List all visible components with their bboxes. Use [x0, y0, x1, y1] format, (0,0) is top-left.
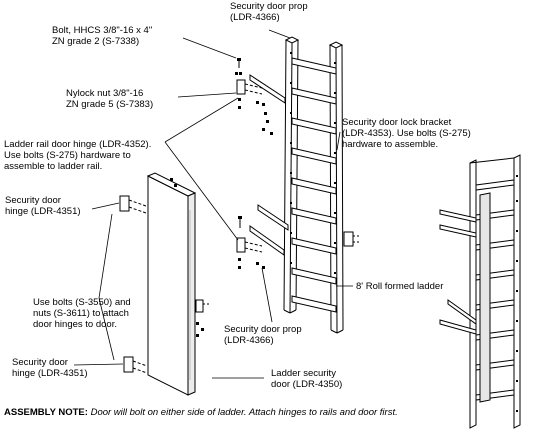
nylock-nut-label: Nylock nut 3/8"-16 ZN grade 5 (S-7383)	[66, 88, 154, 110]
rail-door-hinge-label: Ladder rail door hinge (LDR-4352). Use b…	[4, 139, 152, 172]
security-door	[146, 172, 209, 396]
assembly-note-text: Door will bolt on either side of ladder.…	[90, 407, 398, 418]
security-door-prop-bottom-label: Security door prop (LDR-4366)	[224, 324, 302, 346]
security-door-prop-top	[236, 74, 286, 104]
door-hardware-dots	[170, 178, 204, 337]
assembled-ladder-with-door	[439, 154, 521, 429]
ladder-security-door-label: Ladder security door (LDR-4350)	[271, 368, 343, 390]
leader-lines	[73, 29, 353, 379]
bolt-label: Bolt, HHCS 3/8"-16 x 4" ZN grade 2 (S-73…	[52, 25, 153, 47]
exploded-ladder	[283, 36, 344, 334]
security-door-hinge-bottom-label: Security door hinge (LDR-4351)	[12, 357, 88, 379]
bolts-note-label: Use bolts (S-3550) and nuts (S-3611) to …	[33, 297, 131, 330]
security-door-hinge-top	[119, 195, 147, 214]
security-door-prop-top-label: Security door prop (LDR-4366)	[230, 1, 308, 23]
assembly-note-title: ASSEMBLY NOTE:	[4, 407, 88, 418]
bolt-nut-hardware-top	[235, 58, 273, 135]
assembly-note: ASSEMBLY NOTE: Door will bolt on either …	[4, 407, 398, 418]
bolt-nut-hardware-bottom	[238, 216, 265, 269]
security-door-hinge-bottom	[123, 356, 148, 374]
roll-formed-ladder-label: 8' Roll formed ladder	[356, 281, 444, 292]
lock-bracket-label: Security door lock bracket (LDR-4353). U…	[342, 117, 471, 150]
security-door-lock-bracket	[343, 231, 360, 247]
security-door-hinge-top-label: Security door hinge (LDR-4351)	[5, 195, 81, 217]
ladder-rungs	[291, 57, 337, 313]
security-door-prop-bottom	[236, 204, 289, 256]
